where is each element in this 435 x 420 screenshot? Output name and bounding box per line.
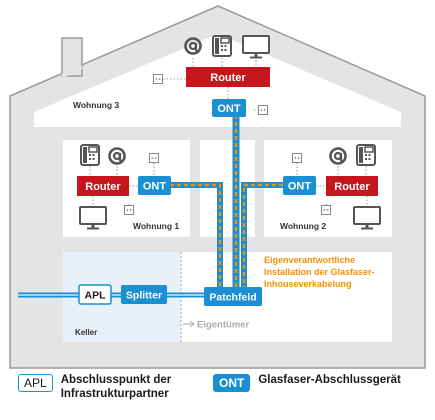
chimney <box>61 37 83 77</box>
floor2-left-ont-label: ONT <box>143 181 167 193</box>
fiber-house-diagram: . Router ONT Wohnung 3 Router ONT Wohnun… <box>9 5 426 369</box>
socket-icon <box>149 153 159 163</box>
socket-icon <box>258 105 268 115</box>
arrow-right-icon <box>183 320 195 328</box>
patchfeld-label: Patchfeld <box>209 292 256 304</box>
socket-icon <box>153 74 163 84</box>
cellar-label: Keller <box>75 328 97 337</box>
floor2-left-apartment-label: Wohnung 1 <box>133 221 179 231</box>
patchfeld-box <box>204 287 262 306</box>
socket-icon <box>321 205 331 215</box>
floor2-right-router <box>326 176 378 196</box>
splitter-box <box>121 285 167 304</box>
fiber-cables <box>18 115 283 298</box>
svg-text:.: . <box>262 124 264 130</box>
floor3-ont-label: ONT <box>217 103 241 115</box>
floor2-right-apartment-label: Wohnung 2 <box>280 221 326 231</box>
floor3-router-label: Router <box>210 72 246 84</box>
legend-apl: APL Abschlusspunkt der Infrastrukturpart… <box>18 373 171 401</box>
legend-apl-box: APL <box>18 374 53 392</box>
floor2-right-ont <box>283 176 316 195</box>
socket-icon <box>124 205 134 215</box>
legend-apl-text-line-2: Infrastrukturpartner <box>60 388 169 400</box>
legend-ont-box: ONT <box>213 374 251 392</box>
apl-box <box>78 284 112 305</box>
legend-apl-text: Abschlusspunkt der Infrastrukturpartner <box>61 373 172 401</box>
legend-ont-text: Glasfaser-Abschlussgerät <box>258 374 401 386</box>
floor2-left-router <box>77 176 129 196</box>
responsibility-note-line-1: Eigenverantwortliche <box>264 255 355 265</box>
legend-apl-text-line-1: Abschlusspunkt der <box>60 374 172 386</box>
floor2-left-router-label: Router <box>85 181 121 193</box>
responsibility-note: Eigenverantwortliche Installation der Gl… <box>264 255 377 289</box>
legend-ont: ONT Glasfaser-Abschlussgerät <box>213 373 401 392</box>
floor2-left-ont <box>138 176 171 195</box>
floor3-router <box>186 67 270 87</box>
responsibility-note-line-2: Installation der Glasfaser- <box>264 267 375 277</box>
owner-label: Eigentümer <box>197 320 250 331</box>
floor3-apartment-label: Wohnung 3 <box>73 100 119 110</box>
responsibility-note-line-3: Inhouseverkabelung <box>264 279 352 289</box>
socket-icon <box>292 153 302 163</box>
floor3-ont <box>212 99 246 117</box>
floor2-right-ont-label: ONT <box>288 181 312 193</box>
apl-label: APL <box>85 290 107 302</box>
splitter-label: Splitter <box>126 290 162 302</box>
floor2-right-router-label: Router <box>334 181 370 193</box>
